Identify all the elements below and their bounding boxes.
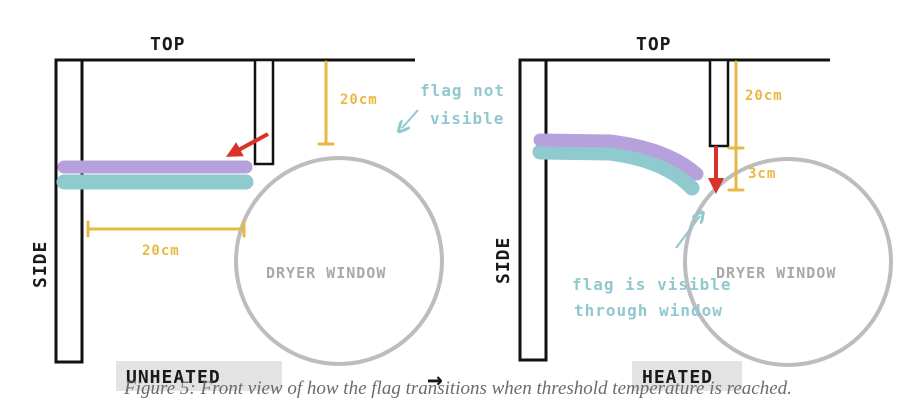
annotation-line-1: flag not	[420, 81, 505, 100]
state-label-box	[116, 361, 282, 391]
flag-length-label: 20cm	[142, 243, 180, 259]
side-post	[518, 58, 548, 362]
top-distance-label: 20cm	[340, 92, 378, 108]
annotation-pointer	[675, 216, 700, 249]
flag-motion-arrow	[225, 132, 269, 157]
drop-distance-label: 3cm	[748, 166, 776, 182]
top-label: TOP	[150, 34, 186, 55]
flag-length-dimension	[86, 220, 246, 238]
annotation-line-2: through window	[574, 301, 723, 320]
state-label: HEATED	[642, 367, 713, 388]
dryer-window-circle	[683, 157, 893, 367]
side-label: SIDE	[493, 237, 514, 284]
figure-caption: Figure 5: Front view of how the flag tra…	[124, 378, 792, 399]
unheated-panel: TOP SIDE 20cm 20cm flag not visible DRYE…	[30, 34, 505, 391]
dryer-window-label: DRYER WINDOW	[266, 264, 386, 282]
heated-panel: TOP SIDE 20cm 3cm flag is visible throug…	[493, 34, 893, 391]
side-post	[54, 58, 84, 364]
top-distance-dimension	[727, 60, 745, 150]
state-label-box	[632, 361, 742, 391]
flag-holder	[253, 58, 275, 166]
drop-distance-dimension	[727, 146, 745, 192]
annotation-line-1: flag is visible	[572, 275, 732, 294]
annotation-pointer	[402, 109, 419, 128]
side-label: SIDE	[30, 241, 51, 288]
transition-arrow: →	[427, 365, 444, 395]
flag-top-layer	[533, 133, 704, 181]
top-distance-dimension	[317, 60, 335, 146]
flag-bottom-layer	[532, 144, 700, 196]
flag-holder	[708, 58, 730, 148]
dryer-window-label: DRYER WINDOW	[716, 264, 836, 282]
top-distance-label: 20cm	[745, 88, 783, 104]
annotation-line-2: visible	[430, 109, 504, 128]
state-label: UNHEATED	[126, 367, 221, 388]
dryer-window-circle	[234, 156, 444, 366]
top-label: TOP	[636, 34, 672, 55]
